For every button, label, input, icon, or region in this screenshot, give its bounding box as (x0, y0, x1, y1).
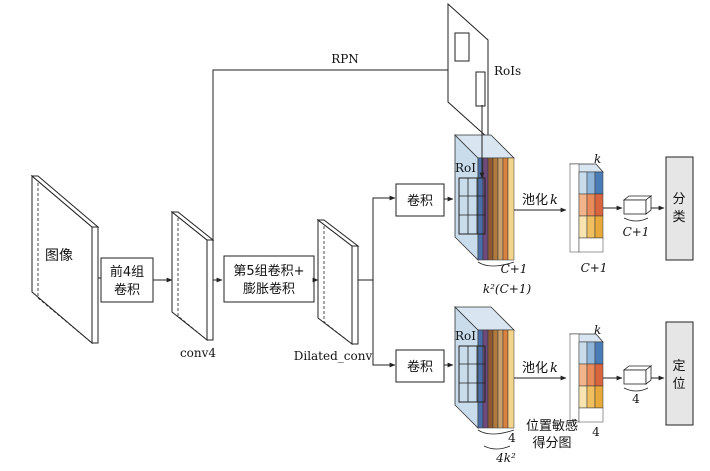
classify-box: 分 类 (665, 156, 694, 261)
vector-bottom: 4 (622, 365, 653, 406)
score-stack-bottom: RoI 4 4k² (454, 306, 516, 465)
vector-top-c1-label: C+1 (623, 225, 650, 239)
first4-label-line2: 卷积 (114, 282, 140, 298)
conv4-label: conv4 (180, 346, 216, 360)
score-map-label-line2: 得分图 (532, 435, 571, 451)
locate-label-line1: 定 (672, 359, 685, 374)
conv-bottom-label: 卷积 (407, 359, 433, 375)
classify-label-line1: 分 (672, 192, 685, 207)
score-stack-top: RoI C+1 k²(C+1) (454, 134, 532, 296)
dilated-conv-slab: Dilated_conv (294, 218, 373, 363)
pooled-bottom-4-label: 4 (592, 425, 600, 439)
conv-top-label: 卷积 (407, 193, 433, 209)
first4-label-line1: 前4组 (110, 264, 144, 280)
pool-top-k: k (550, 193, 558, 208)
pooled-top-c1-label: C+1 (581, 261, 608, 275)
rois-label: RoIs (494, 64, 521, 78)
rpn-label: RPN (331, 52, 359, 66)
branch-bottom (372, 280, 396, 368)
rois-image: RoIs (447, 2, 521, 140)
stack-bottom-4k2-label: 4k² (495, 451, 516, 465)
branch-top (358, 195, 396, 281)
rpn-path (212, 67, 467, 240)
pool-top-label: 池化 (522, 193, 548, 208)
k-bottom-block: k (594, 323, 601, 337)
conv-box-top: 卷积 (395, 183, 445, 217)
score-map-label-line1: 位置敏感 (526, 418, 578, 434)
locate-box: 定 位 (665, 321, 694, 426)
pooled-block-bottom: k 4 (569, 323, 604, 439)
vector-bottom-4-label: 4 (632, 392, 640, 406)
classify-label-line2: 类 (672, 210, 685, 225)
k-top-block: k (594, 152, 601, 166)
conv4-feature-slab: conv4 (170, 210, 216, 360)
pool-bottom-label: 池化 (522, 361, 548, 376)
image-label: 图像 (45, 248, 73, 264)
fifth-label-line2: 膨胀卷积 (243, 281, 295, 297)
pooled-block-top: k C+1 (569, 152, 608, 275)
first4-conv-box: 前4组 卷积 (100, 257, 154, 303)
conv-box-bottom: 卷积 (395, 349, 445, 383)
locate-label-line2: 位 (672, 377, 685, 392)
roi-top-label: RoI (455, 161, 476, 175)
vector-top: C+1 (623, 195, 653, 239)
roi-bottom-label: RoI (455, 329, 476, 343)
pool-bottom-k: k (550, 361, 558, 376)
input-image-slab: 图像 (30, 174, 100, 345)
stack-bottom-4-label: 4 (508, 431, 516, 445)
fifth-conv-box: 第5组卷积+ 膨胀卷积 (223, 255, 315, 303)
stack-top-c1-label: C+1 (501, 262, 528, 276)
fifth-label-line1: 第5组卷积+ (233, 263, 304, 279)
stack-top-k2c1-label: k²(C+1) (483, 282, 532, 296)
dilated-label: Dilated_conv (294, 349, 373, 363)
